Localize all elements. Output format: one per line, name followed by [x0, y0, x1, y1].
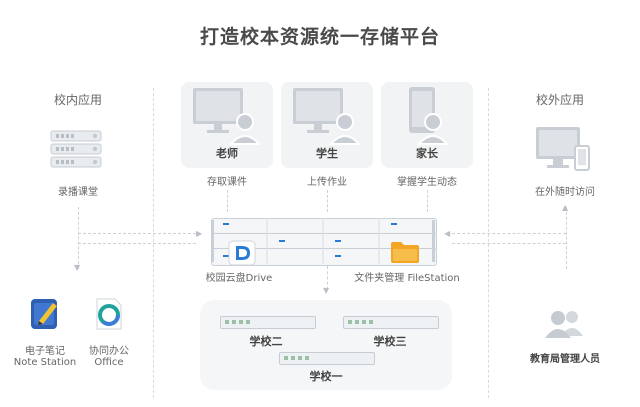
- right-connector-h2: [452, 243, 566, 244]
- center-connector: [327, 266, 328, 290]
- parent-action: 掌握学生动态: [397, 177, 457, 188]
- role-card-teacher: 老师: [181, 82, 273, 168]
- left-connector-h2: [78, 243, 196, 244]
- school-2-label: 学校二: [249, 335, 283, 348]
- teacher-monitor-icon: [193, 88, 262, 145]
- school-3-server: [343, 316, 439, 329]
- nas-bay-marks: [211, 218, 435, 264]
- external-apps-heading: 校外应用: [535, 93, 584, 107]
- recording-server-icon: [50, 130, 102, 168]
- right-connector-h1: [452, 233, 566, 234]
- school-1-label: 学校一: [309, 370, 343, 383]
- arrow-right-icon: ▶: [196, 229, 203, 238]
- school-servers-marks: [225, 320, 373, 360]
- arrow-left-icon: ◀: [444, 229, 451, 238]
- desktop-phone-icon: [536, 127, 590, 171]
- role-name-student: 学生: [316, 147, 338, 160]
- office-icon[interactable]: [93, 297, 125, 331]
- role-name-parent: 家长: [416, 147, 438, 160]
- folder-icon[interactable]: [390, 240, 420, 264]
- role-card-student: 学生: [281, 82, 373, 168]
- role-card-parent: 家长: [381, 82, 473, 168]
- visit-label: 在外随时访问: [535, 187, 595, 198]
- admin-users-icon: [545, 311, 583, 338]
- schools-panel: [200, 300, 452, 390]
- parent-phone-icon: [409, 87, 450, 145]
- left-connector-h1: [78, 233, 196, 234]
- admin-label: 教育局管理人员: [530, 354, 600, 365]
- student-monitor-icon: [293, 88, 362, 145]
- teacher-action: 存取课件: [207, 177, 247, 188]
- student-connector: [327, 190, 328, 212]
- teacher-connector: [227, 190, 228, 212]
- arrow-down-icon: ▼: [74, 263, 81, 272]
- school-1-server: [279, 352, 375, 365]
- role-name-teacher: 老师: [216, 147, 238, 160]
- right-connector-v: [566, 207, 567, 269]
- note-station-sub: Note Station: [13, 357, 77, 368]
- right-arrow-up-icon: ▲: [562, 203, 569, 212]
- drive-icon[interactable]: [228, 240, 256, 266]
- student-action: 上传作业: [307, 177, 347, 188]
- recording-label: 录播课堂: [58, 187, 98, 198]
- school-2-server: [220, 316, 316, 329]
- note-station-icon[interactable]: [29, 297, 61, 331]
- office-name: 协同办公: [89, 346, 129, 357]
- center-arrow-down-icon: ▼: [323, 286, 330, 295]
- page-title: 打造校本资源统一存储平台: [199, 26, 440, 48]
- left-connector-v: [78, 207, 79, 269]
- filestation-label: 文件夹管理 FileStation: [354, 273, 460, 284]
- internal-apps-heading: 校内应用: [53, 93, 102, 107]
- office-sub: Office: [94, 357, 124, 368]
- drive-label: 校园云盘Drive: [205, 273, 273, 284]
- school-3-label: 学校三: [373, 335, 407, 348]
- note-station-name: 电子笔记: [25, 346, 65, 357]
- parent-connector: [427, 190, 428, 212]
